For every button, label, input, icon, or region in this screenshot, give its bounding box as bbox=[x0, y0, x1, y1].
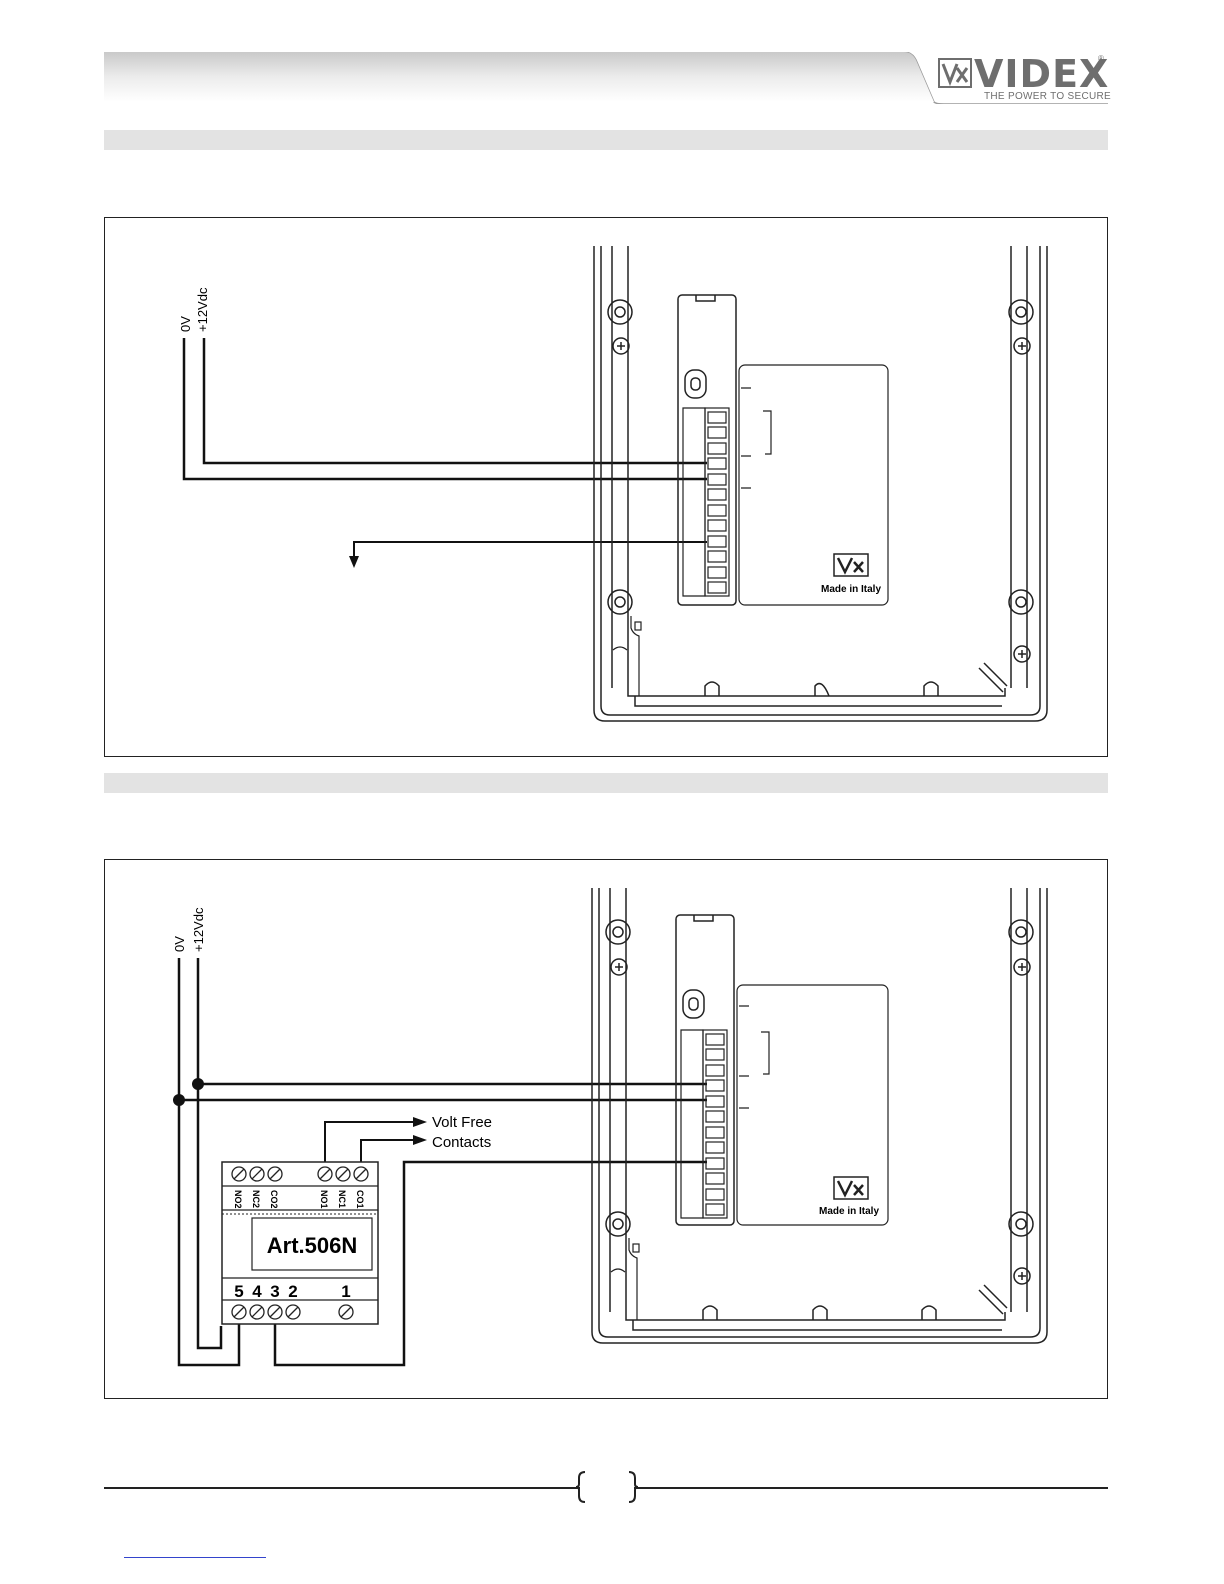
panel-detail bbox=[613, 616, 641, 696]
page-number-bracket bbox=[575, 1470, 639, 1504]
terminal-label-nc1: NC1 bbox=[337, 1190, 347, 1208]
terminal-label-co1: CO1 bbox=[355, 1190, 365, 1209]
section-bar-2 bbox=[104, 773, 1108, 793]
module-body bbox=[678, 295, 736, 605]
screw-icon bbox=[606, 920, 1033, 1236]
panel-outline bbox=[594, 246, 1047, 721]
terminal-number-2: 2 bbox=[288, 1282, 297, 1301]
screw-icon bbox=[608, 300, 1033, 614]
wiring-diagram-2-svg: 0V +12Vdc Volt Free Contacts Art.506N bbox=[105, 860, 1109, 1400]
panel-detail bbox=[611, 1238, 639, 1320]
plus-screw-icon bbox=[613, 338, 1030, 662]
wire-no1 bbox=[325, 1122, 415, 1164]
wiring-diagram-1: 0V +12Vdc bbox=[104, 217, 1108, 757]
arrow-down-icon bbox=[349, 556, 359, 568]
terminal-number-1: 1 bbox=[341, 1282, 350, 1301]
wire-co1 bbox=[361, 1140, 415, 1164]
module-body bbox=[676, 915, 734, 1225]
wire-12vdc bbox=[198, 958, 221, 1348]
label-12vdc: +12Vdc bbox=[195, 287, 210, 332]
latch-icon bbox=[979, 663, 1007, 692]
arrow-right-icon bbox=[413, 1135, 427, 1145]
terminal-number-3: 3 bbox=[270, 1282, 279, 1301]
logo-tagline: THE POWER TO SECURE bbox=[984, 91, 1111, 102]
label-card bbox=[739, 365, 888, 605]
vx-badge-icon bbox=[834, 1177, 868, 1199]
footer-link-underline[interactable] bbox=[124, 1557, 266, 1558]
logo-registered-mark: ® bbox=[1098, 54, 1104, 63]
wire-output bbox=[354, 542, 707, 558]
junction-dot bbox=[192, 1078, 204, 1090]
made-in-italy-label: Made in Italy bbox=[819, 1206, 879, 1217]
terminal-label-co2: CO2 bbox=[269, 1190, 279, 1209]
panel-bump bbox=[705, 682, 938, 696]
label-0v: 0V bbox=[178, 316, 193, 332]
label-12vdc: +12Vdc bbox=[191, 907, 206, 952]
label-card bbox=[737, 985, 888, 1225]
wiring-diagram-1-svg: 0V +12Vdc bbox=[105, 218, 1109, 758]
terminal-label-no2: NO2 bbox=[233, 1190, 243, 1209]
volt-free-label: Volt Free bbox=[432, 1114, 492, 1131]
label-0v: 0V bbox=[172, 936, 187, 952]
terminal-label-no1: NO1 bbox=[319, 1190, 329, 1209]
wiring-diagram-2: 0V +12Vdc Volt Free Contacts Art.506N bbox=[104, 859, 1108, 1399]
footer-rule-right bbox=[634, 1487, 1108, 1489]
section-bar-1 bbox=[104, 130, 1108, 150]
terminal-block bbox=[683, 408, 729, 596]
footer-rule-left bbox=[104, 1487, 580, 1489]
panel-bump bbox=[703, 1306, 936, 1320]
vx-mark-icon bbox=[938, 58, 972, 88]
terminal-number-4: 4 bbox=[252, 1282, 262, 1301]
terminal-label-nc2: NC2 bbox=[251, 1190, 261, 1208]
logo-wordmark: VIDEX bbox=[974, 52, 1109, 96]
videx-logo: VIDEX ® THE POWER TO SECURE bbox=[938, 56, 1110, 106]
relay-module-art506n: Art.506N bbox=[222, 1162, 378, 1324]
vx-badge-icon bbox=[834, 554, 868, 576]
wire-12vdc bbox=[204, 338, 707, 463]
arrow-right-icon bbox=[413, 1117, 427, 1127]
plus-screw-icon bbox=[611, 959, 1030, 1284]
junction-dot bbox=[173, 1094, 185, 1106]
terminal-block bbox=[681, 1030, 727, 1218]
terminal-number-5: 5 bbox=[234, 1282, 243, 1301]
relay-name: Art.506N bbox=[267, 1233, 357, 1258]
contacts-label: Contacts bbox=[432, 1134, 491, 1151]
made-in-italy-label: Made in Italy bbox=[821, 584, 881, 595]
panel-outline bbox=[592, 888, 1047, 1343]
latch-icon bbox=[979, 1285, 1007, 1314]
